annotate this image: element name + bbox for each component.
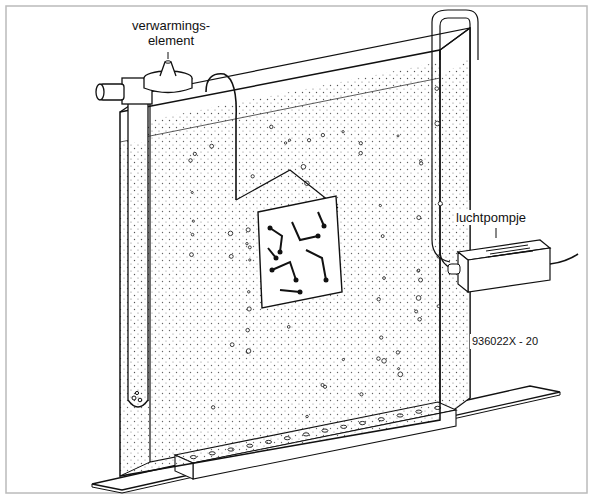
part-label: verwarmings- element <box>126 18 216 48</box>
leader-line <box>168 52 169 59</box>
air-bubbles <box>189 87 443 418</box>
air-tube <box>432 10 478 270</box>
figure-number: 936022X - 20 <box>470 334 540 349</box>
tank-front <box>120 50 440 476</box>
frame <box>6 6 587 493</box>
pcb-board <box>206 74 342 308</box>
water-front <box>120 78 440 476</box>
part-label: luchtpompje <box>454 210 528 225</box>
water-side <box>440 56 470 420</box>
heating-element <box>96 61 192 407</box>
leader-line <box>496 228 497 238</box>
air-pump <box>448 240 578 292</box>
